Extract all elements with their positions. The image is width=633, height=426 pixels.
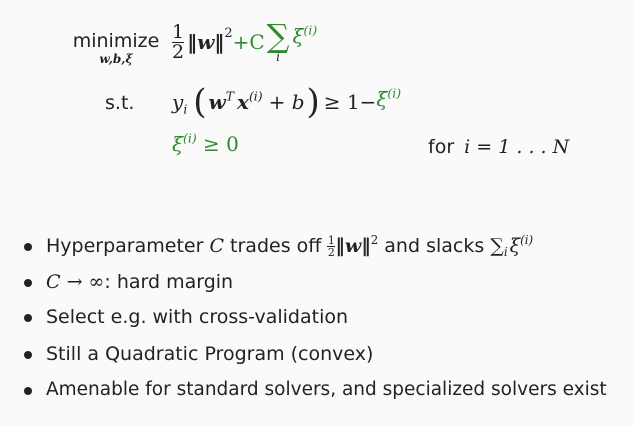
constraint-plus-b: + b bbox=[268, 90, 305, 114]
list-item: Amenable for standard solvers, and speci… bbox=[46, 379, 607, 400]
minimize-subscript-wb: w,b,ξ bbox=[99, 52, 133, 66]
constraint-xi: ξ(i) bbox=[376, 85, 402, 111]
constraint-geq: ≥ 1− bbox=[323, 90, 377, 114]
index-range: for i = 1 . . . N bbox=[428, 136, 570, 158]
objective-sum: ∑ i bbox=[266, 17, 290, 64]
constraint-x: x(i) bbox=[237, 88, 263, 114]
objective-half-fraction: 1 2 bbox=[172, 20, 185, 63]
sum-index: i bbox=[276, 50, 280, 64]
slack-nonnegativity: ξ(i) ≥ 0 bbox=[172, 130, 239, 156]
minimize-label: minimize w,b,ξ bbox=[72, 30, 160, 66]
right-paren: ) bbox=[306, 82, 320, 122]
objective-expression: 1 2 ‖w‖ 2 +C ∑ i ξ(i) bbox=[172, 12, 317, 72]
objective-norm-w: ‖w‖ bbox=[187, 30, 225, 54]
bullet-dot-icon bbox=[24, 314, 32, 322]
left-paren: ( bbox=[193, 82, 207, 122]
constraint-y: yi bbox=[172, 90, 188, 117]
subject-to-label: s.t. bbox=[105, 92, 135, 114]
objective-xi: ξ(i) bbox=[292, 22, 318, 48]
bullet-dot-icon bbox=[24, 387, 32, 395]
list-item: Still a Quadratic Program (convex) bbox=[46, 343, 374, 365]
sum-symbol: ∑ bbox=[266, 17, 290, 55]
constraint-expression: yi ( wT x(i) + b ) ≥ 1− ξ(i) bbox=[172, 84, 401, 120]
list-item: Select e.g. with cross-validation bbox=[46, 306, 349, 328]
objective-plus-c: +C bbox=[232, 30, 265, 54]
bullet-dot-icon bbox=[24, 279, 32, 287]
bullet-dot-icon bbox=[24, 351, 32, 359]
constraint-w: wT bbox=[208, 88, 235, 114]
list-item: C → ∞: hard margin bbox=[46, 271, 234, 293]
objective-square: 2 bbox=[224, 25, 233, 41]
bullet-dot-icon bbox=[24, 243, 32, 251]
